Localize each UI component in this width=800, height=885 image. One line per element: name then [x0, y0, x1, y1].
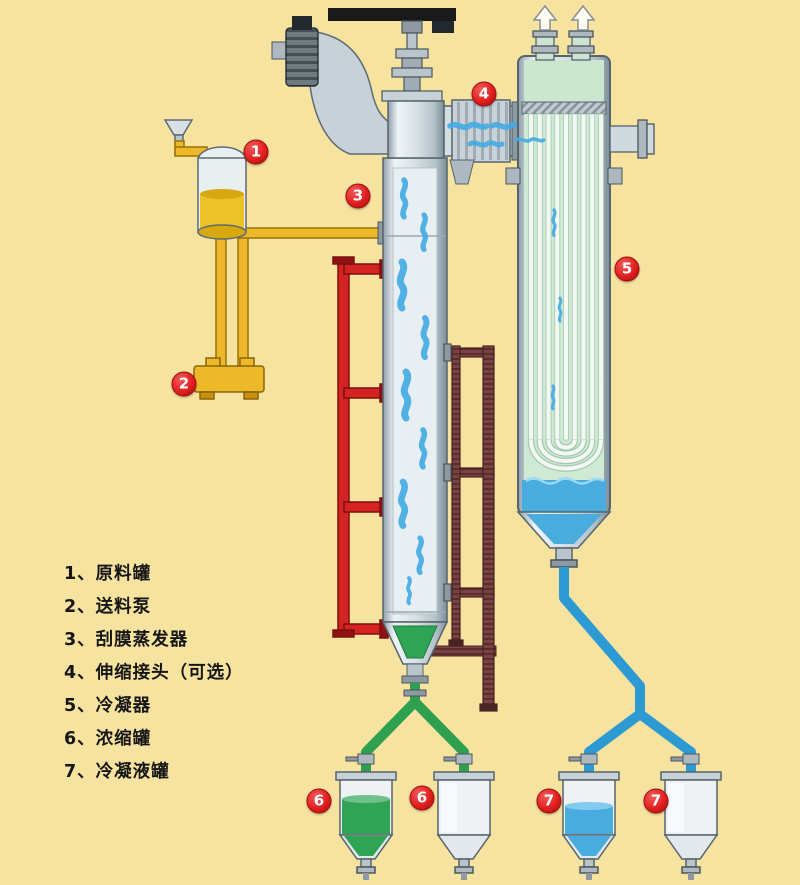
drive-belt-housing: [308, 31, 393, 155]
condenser-tubes: [524, 113, 605, 482]
vent-nozzles: [531, 30, 595, 61]
concentrate-tank-left: [335, 771, 397, 880]
legend-item-1: 1、原料罐: [64, 564, 152, 584]
legend-item-2: 2、送料泵: [64, 597, 152, 617]
badge-concentrate-tank-right: 6: [409, 785, 435, 811]
condenser-side-flange: [609, 119, 655, 159]
feed-tank: [197, 146, 247, 240]
wiper-motor: [271, 16, 319, 87]
feed-pump: [193, 357, 265, 400]
concentrate-pipe: [345, 683, 473, 772]
heating-return-pipes: [443, 343, 498, 712]
legend-item-5: 5、冷凝器: [64, 696, 152, 716]
condensate-tank-left: [558, 771, 620, 880]
condenser-liquid: [522, 477, 606, 512]
feed-pipe: [174, 140, 389, 369]
evaporator-column: [381, 157, 449, 684]
duct-support: [449, 159, 475, 185]
tube-sheet: [521, 101, 607, 115]
feed-inlet-funnel: [163, 119, 194, 144]
badge-condensate-tank-right: 7: [643, 788, 669, 814]
vent-arrows: [532, 4, 596, 31]
drive-top-bar: [328, 8, 456, 33]
condenser-bottom: [516, 511, 612, 568]
legend-item-3: 3、刮膜蒸发器: [64, 630, 189, 650]
badge-concentrate-tank-left: 6: [306, 788, 332, 814]
condensate-pipe: [559, 567, 700, 772]
heating-supply-pipe: [332, 256, 389, 639]
badge-condensate-tank-left: 7: [536, 788, 562, 814]
badge-evaporator: 3: [345, 183, 371, 209]
badge-feed-tank: 1: [243, 139, 269, 165]
badge-expansion-joint: 4: [471, 81, 497, 107]
concentrate-tank-right: [433, 771, 495, 880]
badge-condenser: 5: [614, 256, 640, 282]
legend-item-6: 6、浓缩罐: [64, 729, 152, 749]
expansion-joint: [451, 99, 511, 163]
legend: 1、原料罐 2、送料泵 3、刮膜蒸发器 4、伸缩接头（可选） 5、冷凝器 6、浓…: [64, 556, 244, 787]
legend-item-4: 4、伸缩接头（可选）: [64, 663, 244, 683]
column-head: [387, 100, 445, 159]
badge-feed-pump: 2: [171, 371, 197, 397]
condenser-brackets: [505, 167, 623, 185]
shaft-and-flanges: [381, 20, 443, 102]
legend-item-7: 7、冷凝液罐: [64, 762, 170, 782]
condensate-tank-right: [660, 771, 722, 880]
